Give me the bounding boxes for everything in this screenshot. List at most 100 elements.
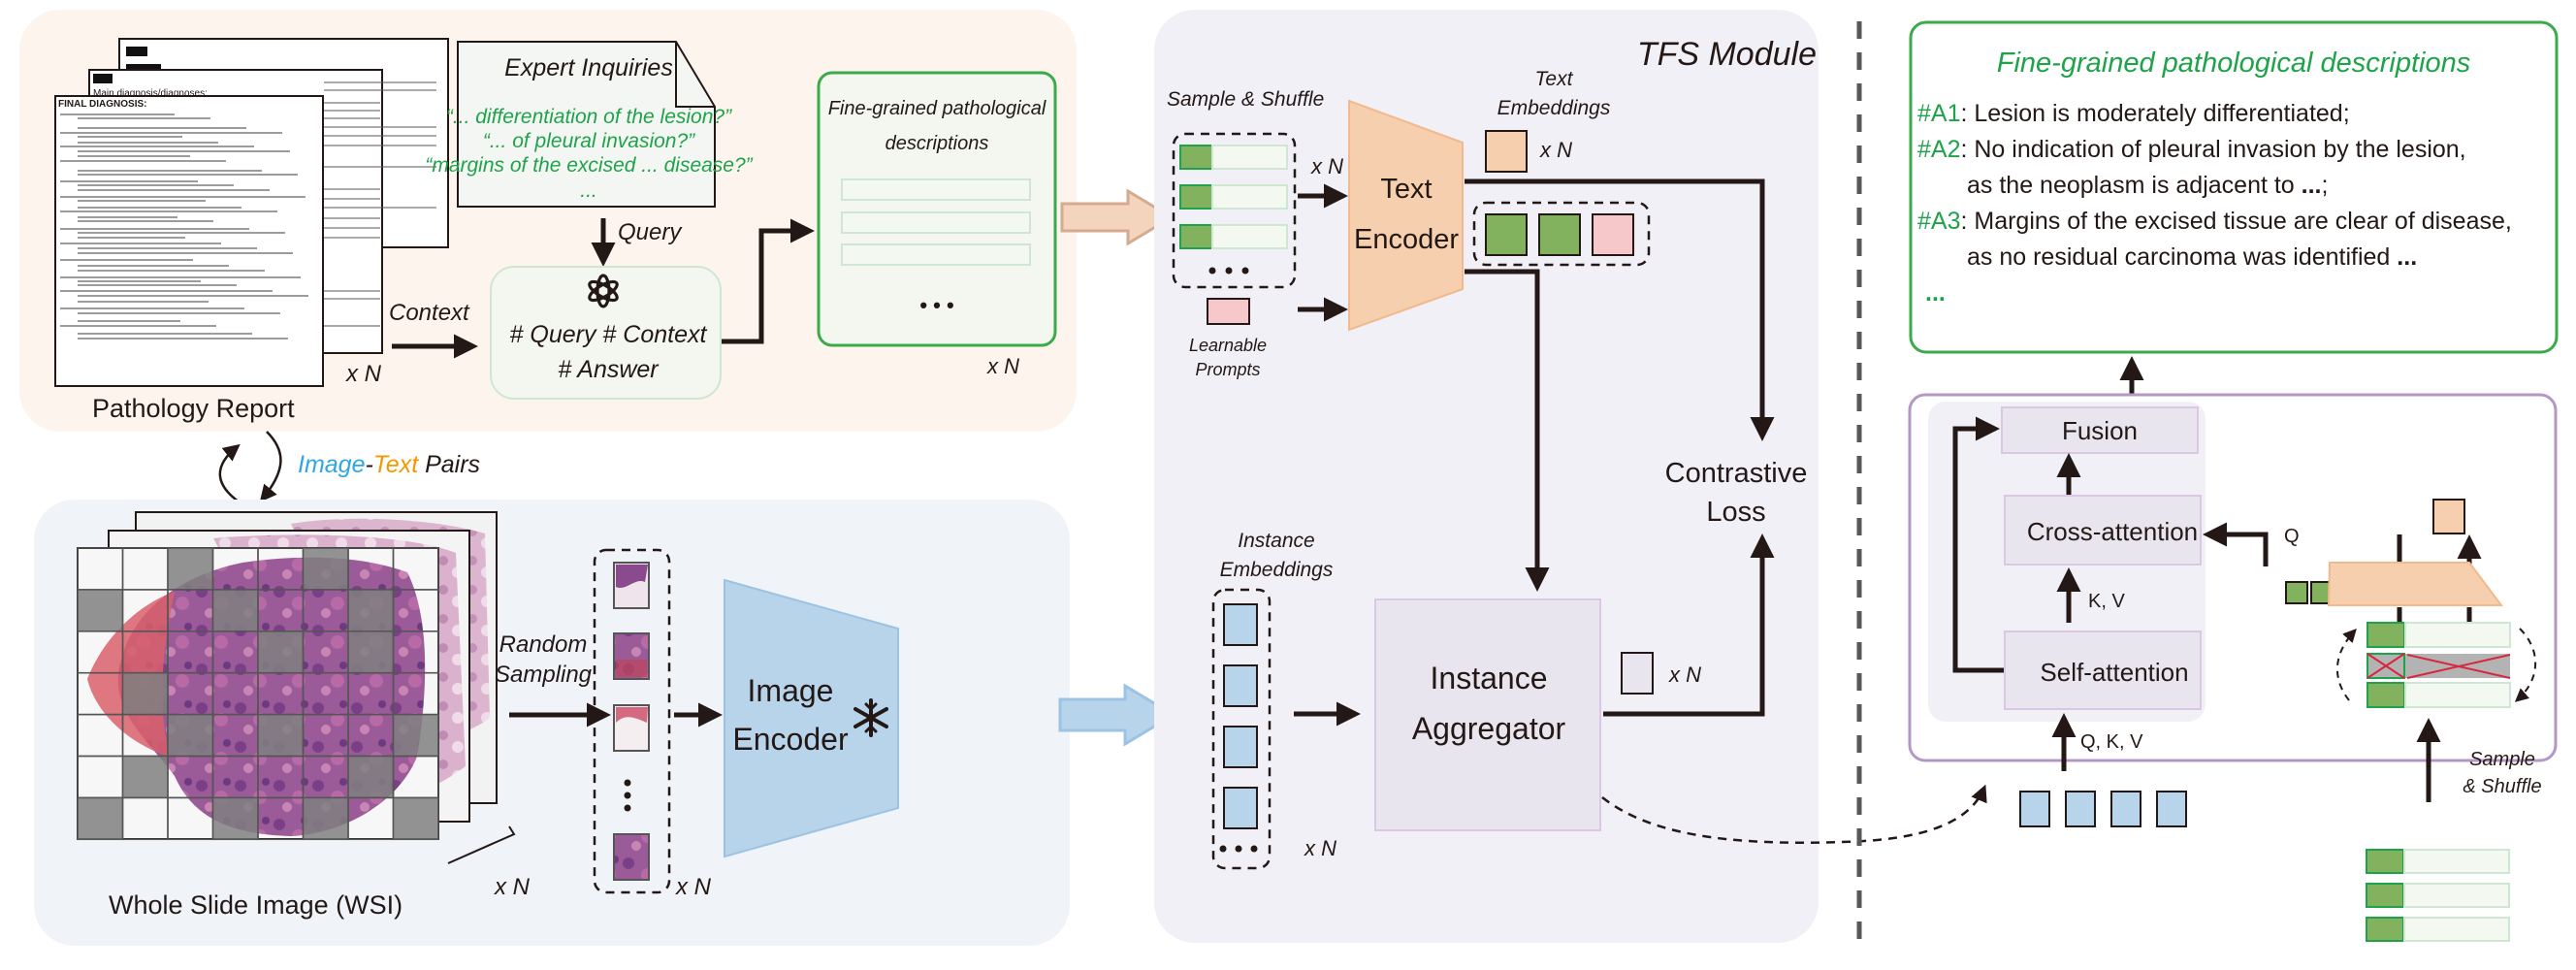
text-embeddings-label: Text — [1535, 68, 1574, 90]
learnable-prompt-token — [1207, 298, 1250, 325]
descriptions-card: Fine-grained pathological descriptions •… — [817, 71, 1057, 347]
description-text: : Lesion is moderately differentiated; — [1960, 100, 2349, 127]
learnable-prompts-label: Learnable — [1189, 336, 1267, 355]
fusion-block — [2001, 406, 2199, 454]
description-text-token — [1211, 145, 1288, 170]
llm-prompt-line: # Query # Context — [510, 321, 708, 348]
instance-aggregator: Instance Aggregator — [1374, 598, 1601, 831]
sampled-description-tokens — [1172, 132, 1297, 289]
pairs-image-word: Image — [298, 451, 365, 478]
text-encoder: Text Encoder — [1348, 99, 1464, 332]
description-text-token — [1211, 184, 1288, 210]
shuffle-arrow-right — [2514, 628, 2537, 702]
instance-xn-label: x N — [1304, 836, 1336, 860]
query-label: Query — [618, 219, 683, 245]
descriptions-ellipsis: • • • — [919, 293, 953, 317]
masked-patch — [167, 713, 214, 758]
image-flow-arrow — [1058, 683, 1176, 747]
masked-patch — [302, 547, 349, 591]
inquiry-item: “... differentiation of the lesion?” — [446, 106, 732, 128]
q-arrow — [2203, 522, 2269, 566]
masked-patch — [302, 796, 349, 841]
wsi-patch-grid — [77, 547, 439, 841]
q-label: Q — [2284, 526, 2300, 547]
openai-logo-icon — [588, 274, 619, 308]
description-text: as no residual carcinoma was identified — [1967, 243, 2397, 271]
shuffled-token-rows — [2336, 622, 2537, 708]
description-text: as the neoplasm is adjacent to — [1967, 172, 2302, 199]
descriptions-card-title: descriptions — [886, 133, 989, 154]
pathology-report-label: Pathology Report — [92, 394, 295, 423]
report-front-lines — [60, 113, 308, 340]
self-attention-block — [2004, 630, 2202, 710]
instance-embeddings-label: Instance — [1238, 530, 1314, 552]
tfs-module-title: TFS Module — [1637, 36, 1817, 73]
description-a2: #A2: No indication of pleural invasion b… — [1917, 136, 2466, 163]
description-ellipsis: ... — [2302, 172, 2322, 199]
prompt-token-group — [1472, 201, 1651, 267]
snowflake-icon — [853, 698, 888, 737]
random-sampling-label: Sampling — [495, 662, 593, 688]
random-sampling-label: Random — [499, 631, 588, 658]
instance-embedding-column — [1211, 588, 1272, 870]
descriptions-output-card: Fine-grained pathological descriptions #… — [1909, 20, 2559, 354]
masked-patch — [77, 796, 124, 841]
instance-aggregator-label: Instance — [1431, 661, 1548, 695]
instance-tokens-row — [2019, 791, 2187, 827]
kv-label: K, V — [2088, 591, 2125, 612]
pairs-dash: - — [365, 451, 372, 478]
text-encoder-label: Encoder — [1354, 224, 1459, 255]
inquiry-item: ... — [580, 179, 597, 202]
text-embedding-token — [1485, 130, 1528, 173]
instance-embeddings-label: Embeddings — [1220, 559, 1334, 581]
text-embeddings-xn-label: x N — [1539, 138, 1572, 162]
shuffle-arrow-left — [2336, 628, 2357, 701]
descriptions-more-ellipsis: ... — [1925, 279, 1946, 307]
sample-xn-label: x N — [1310, 154, 1343, 178]
patches-xn-label: x N — [675, 874, 712, 900]
description-id-token — [1179, 224, 1213, 249]
description-id-token — [1179, 184, 1213, 210]
sample-shuffle-detail-label: Sample — [2469, 749, 2535, 770]
detail-link-curve — [1601, 784, 1987, 844]
description-a3: #A3: Margins of the excised tissue are c… — [1917, 208, 2512, 235]
masked-patch — [121, 755, 169, 799]
inquiry-item: “... of pleural invasion?” — [483, 130, 695, 152]
masked-patch — [347, 630, 395, 674]
report-heading-front: FINAL DIAGNOSIS: — [58, 99, 146, 110]
masked-patch — [257, 630, 305, 674]
tfs-module-panel — [1154, 10, 1819, 943]
descriptions-output-title: Fine-grained pathological descriptions — [1997, 48, 2470, 79]
expert-inquiries-note: Expert Inquiries “... differentiation of… — [425, 41, 754, 208]
masked-patch — [347, 589, 395, 632]
patch-thumbnail — [613, 833, 650, 881]
image-text-pairs-label: Image-Text Pairs — [298, 451, 480, 478]
descriptions-xn-label: x N — [986, 354, 1019, 378]
description-text: : No indication of pleural invasion by t… — [1960, 136, 2465, 163]
expert-inquiries-title: Expert Inquiries — [504, 54, 673, 81]
description-a2-cont: as the neoplasm is adjacent to ...; — [1967, 172, 2328, 199]
wsi-label: Whole Slide Image (WSI) — [109, 890, 402, 920]
description-tag: #A2 — [1917, 136, 1960, 163]
wsi-depth-bracket — [447, 825, 516, 864]
context-label: Context — [389, 300, 470, 326]
sample-shuffle-label: Sample & Shuffle — [1167, 88, 1324, 111]
residual-arrow — [1952, 416, 2004, 673]
cross-attention-block — [2004, 495, 2202, 566]
masked-patch — [121, 671, 169, 716]
sampled-patches — [593, 548, 671, 894]
masked-patch — [77, 589, 124, 632]
cross-attention-label: Cross-attention — [2027, 517, 2198, 546]
mini-token — [2285, 581, 2308, 604]
text-flow-arrow — [1060, 188, 1175, 246]
description-text: : Margins of the excised tissue are clea… — [1960, 208, 2511, 235]
masked-patch — [392, 796, 439, 841]
masked-patch — [211, 589, 259, 632]
qkv-label: Q, K, V — [2080, 731, 2143, 753]
description-text-token — [1211, 224, 1288, 249]
description-a1: #A1: Lesion is moderately differentiated… — [1917, 100, 2350, 127]
image-text-pairs-link: Image-Text Pairs — [218, 431, 480, 506]
instance-aggregator-label: Aggregator — [1412, 711, 1566, 746]
report-xn-label: x N — [345, 361, 382, 387]
